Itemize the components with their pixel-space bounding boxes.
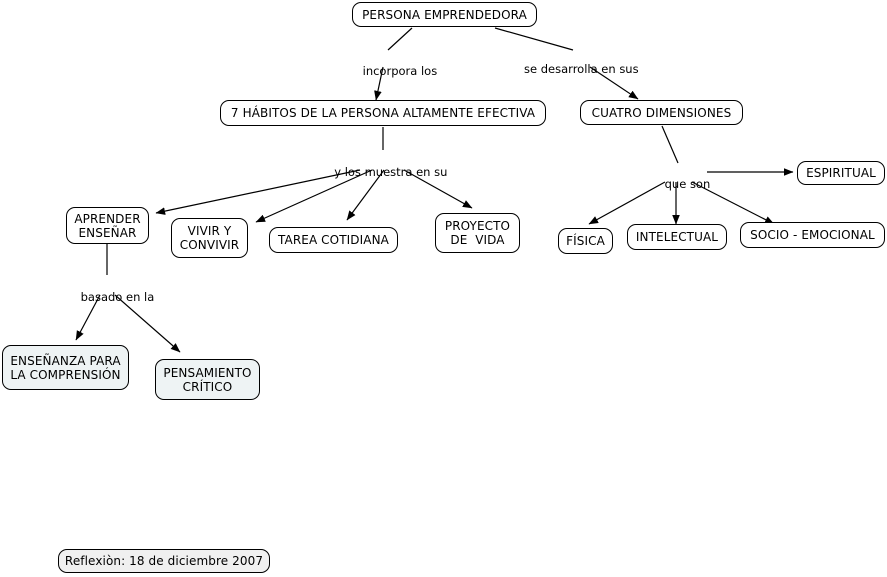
node-label: PERSONA EMPRENDEDORA	[362, 7, 527, 22]
node-pensamiento-critico[interactable]: PENSAMIENTO CRÍTICO	[155, 359, 260, 400]
node-label: PENSAMIENTO CRÍTICO	[163, 365, 252, 394]
node-ensenanza-para-la-comprension[interactable]: ENSEÑANZA PARA LA COMPRENSIÓN	[2, 345, 129, 390]
link-label-text: incorpora los	[362, 64, 438, 78]
node-label: FÍSICA	[566, 234, 605, 248]
node-proyecto-de-vida[interactable]: PROYECTO DE VIDA	[435, 213, 520, 253]
link-label-text: se desarrolla en sus	[524, 62, 639, 76]
link-label-que-son: que son	[650, 165, 711, 204]
node-vivir-convivir[interactable]: VIVIR Y CONVIVIR	[171, 218, 248, 258]
link-label-se-desarrolla-en-sus: se desarrolla en sus	[509, 50, 639, 89]
node-espiritual[interactable]: ESPIRITUAL	[797, 161, 885, 185]
link-label-y-los-muestra-en-su: y los muestra en su	[318, 153, 449, 192]
node-label: Reflexiòn: 18 de diciembre 2007	[64, 554, 264, 568]
node-label: VIVIR Y CONVIVIR	[179, 224, 240, 252]
node-persona-emprendedora[interactable]: PERSONA EMPRENDEDORA	[352, 2, 537, 27]
edge-dimensiones-to-queson	[661, 125, 679, 164]
link-label-text: basado en la	[80, 290, 155, 304]
node-footer-reflexion[interactable]: Reflexiòn: 18 de diciembre 2007	[58, 549, 270, 573]
node-label: INTELECTUAL	[635, 230, 719, 244]
node-label: PROYECTO DE VIDA	[444, 219, 511, 247]
node-label: APRENDER ENSEÑAR	[74, 211, 141, 240]
node-7-habitos[interactable]: 7 HÁBITOS DE LA PERSONA ALTAMENTE EFECTI…	[220, 100, 546, 126]
link-label-text: y los muestra en su	[334, 165, 448, 179]
node-socio-emocional[interactable]: SOCIO - EMOCIONAL	[740, 222, 885, 248]
node-label: ESPIRITUAL	[806, 166, 876, 180]
node-aprender-ensenar[interactable]: APRENDER ENSEÑAR	[66, 207, 149, 244]
edge-root-to-incorpora	[387, 27, 413, 51]
node-cuatro-dimensiones[interactable]: CUATRO DIMENSIONES	[580, 100, 743, 125]
node-tarea-cotidiana[interactable]: TAREA COTIDIANA	[269, 227, 398, 253]
node-label: 7 HÁBITOS DE LA PERSONA ALTAMENTE EFECTI…	[230, 106, 536, 120]
link-label-basado-en-la: basado en la	[66, 278, 155, 317]
node-label: SOCIO - EMOCIONAL	[750, 228, 875, 242]
node-label: ENSEÑANZA PARA LA COMPRENSIÓN	[10, 353, 121, 382]
link-label-text: que son	[664, 177, 711, 191]
node-fisica[interactable]: FÍSICA	[558, 228, 613, 254]
node-label: CUATRO DIMENSIONES	[591, 105, 732, 120]
node-label: TAREA COTIDIANA	[278, 233, 389, 247]
edge-root-to-sedesarrolla	[494, 27, 574, 51]
node-intelectual[interactable]: INTELECTUAL	[627, 224, 727, 250]
link-label-incorpora-los: incorpora los	[348, 52, 438, 91]
